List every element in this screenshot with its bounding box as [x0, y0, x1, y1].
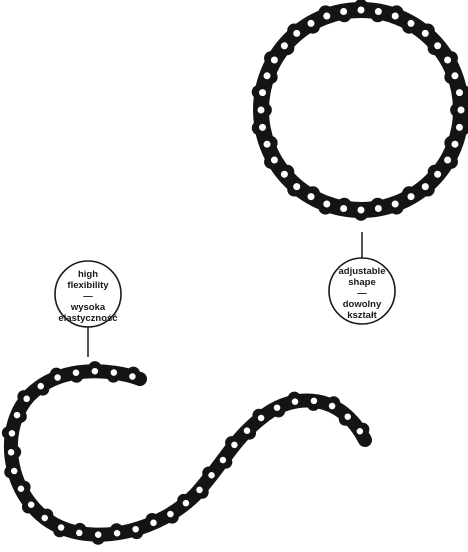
strip-hole: [57, 524, 65, 531]
callout-right-line2: shape: [348, 277, 375, 288]
ring-hole: [270, 56, 278, 64]
ring-hole: [457, 106, 465, 114]
ring-tooth: [354, 206, 368, 221]
strip-hole: [113, 530, 121, 537]
circular-edging-holes: [251, 0, 468, 221]
strip-hole: [243, 427, 251, 434]
ring-hole: [434, 170, 442, 178]
ring-hole: [263, 140, 271, 148]
strip-hole: [13, 411, 21, 419]
ring-hole: [259, 123, 267, 131]
ring-hole: [259, 89, 267, 97]
callout-high-flexibility: high flexibility — wysoka elastyczność: [54, 260, 122, 357]
callout-left-line3: wysoka: [70, 302, 106, 313]
strip-hole: [17, 485, 25, 492]
ring-hole: [451, 140, 459, 148]
strip-hole: [310, 397, 318, 405]
strip-hole: [182, 499, 190, 507]
circular-edging-ring: [251, 0, 468, 221]
ring-hole: [407, 19, 415, 27]
ring-hole: [455, 123, 463, 131]
ring-hole: [340, 204, 348, 212]
strip-hole: [41, 514, 48, 522]
strip-hole: [344, 413, 351, 420]
ring-tooth: [450, 103, 465, 117]
strip-hole: [273, 404, 281, 411]
ring-hole: [323, 200, 331, 208]
strip-hole: [208, 471, 215, 479]
strip-hole: [37, 382, 44, 390]
ring-hole: [444, 56, 452, 64]
callout-left-line4: elastyczność: [58, 313, 117, 324]
ring-hole: [357, 6, 365, 14]
strip-hole: [76, 529, 83, 537]
ring-hole: [293, 183, 301, 191]
strip-hole: [196, 486, 203, 494]
strip-hole: [110, 369, 118, 376]
callout-right-line1: adjustable: [339, 266, 386, 277]
s-curve-edging-holes: [1, 361, 370, 545]
ring-hole: [263, 72, 271, 80]
strip-tooth: [91, 531, 105, 545]
strip-hole: [91, 367, 99, 375]
s-curve-edging-strip: [1, 361, 372, 545]
ring-hole: [391, 200, 399, 208]
strip-hole: [356, 428, 364, 435]
ring-hole: [374, 204, 382, 212]
ring-hole: [307, 193, 315, 201]
ring-hole: [391, 12, 399, 20]
ring-hole: [374, 8, 382, 16]
strip-hole: [150, 519, 157, 527]
ring-hole: [323, 12, 331, 20]
ring-tooth: [257, 103, 272, 117]
strip-hole: [132, 525, 139, 533]
ring-hole: [293, 29, 301, 37]
ring-hole: [421, 29, 429, 37]
ring-hole: [455, 89, 463, 97]
ring-hole: [434, 42, 442, 50]
ring-hole: [280, 170, 288, 178]
callout-left-line2: flexibility: [67, 280, 109, 291]
ring-hole: [451, 72, 459, 80]
ring-hole: [407, 193, 415, 201]
strip-hole: [257, 414, 265, 422]
strip-hole: [10, 467, 18, 475]
strip-hole: [231, 441, 238, 449]
ring-hole: [280, 42, 288, 50]
ring-hole: [421, 183, 429, 191]
strip-hole: [328, 402, 336, 410]
strip-tooth: [88, 361, 102, 375]
strip-hole: [7, 449, 15, 456]
strip-hole: [27, 501, 35, 508]
ring-hole: [357, 206, 365, 214]
ring-hole: [307, 19, 315, 27]
strip-hole: [94, 531, 102, 538]
ring-hole: [270, 156, 278, 164]
strip-hole: [54, 374, 61, 381]
ring-hole: [444, 156, 452, 164]
strip-hole: [23, 395, 30, 403]
strip-hole: [129, 373, 136, 380]
callout-left-separator: —: [83, 291, 93, 302]
callout-right-line3: dowolny: [343, 299, 382, 310]
callout-left-line1: high: [78, 269, 98, 280]
strip-hole: [8, 430, 16, 437]
strip-hole: [167, 510, 174, 518]
ring-hole: [257, 106, 265, 114]
callout-adjustable-shape: adjustable shape — dowolny kształt: [328, 232, 396, 325]
ring-hole: [340, 8, 348, 16]
callout-right-separator: —: [357, 288, 367, 299]
strip-hole: [72, 369, 80, 376]
strip-hole: [291, 398, 299, 405]
callout-right-line4: kształt: [347, 310, 377, 321]
strip-hole: [219, 456, 227, 464]
